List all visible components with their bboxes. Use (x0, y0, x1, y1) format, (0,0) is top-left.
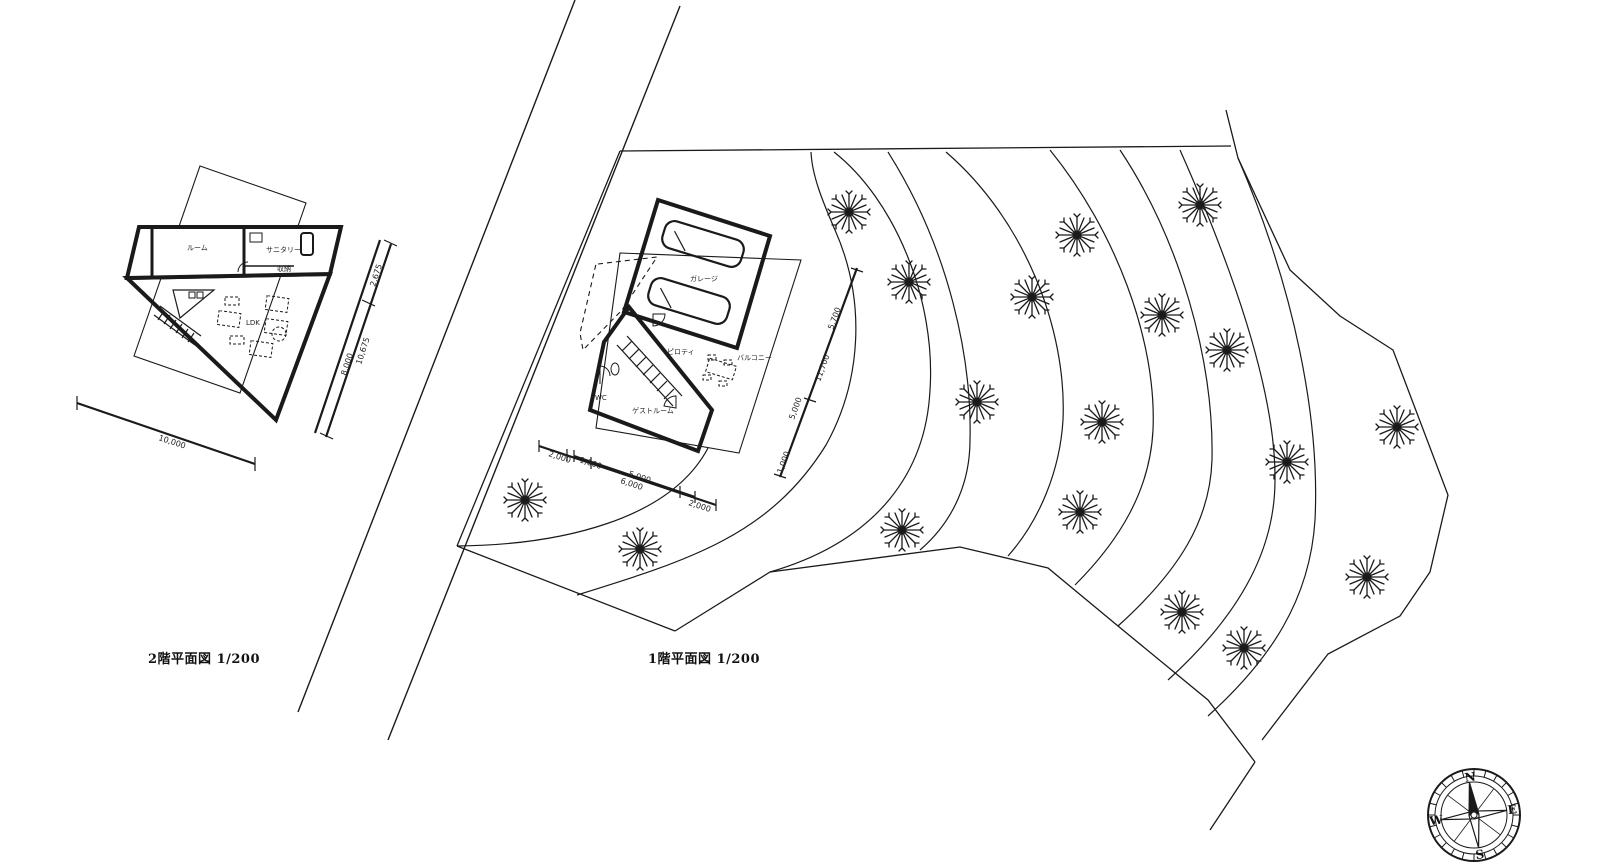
compass-west: W (1427, 812, 1444, 828)
tree-icon (1140, 293, 1184, 337)
terrain-contour-lines (456, 149, 1317, 717)
garage-label: ガレージ (690, 274, 718, 283)
compass-east: E (1507, 802, 1518, 817)
tree-icon (880, 508, 924, 552)
tree-icon (955, 380, 999, 424)
tree-icon (1080, 400, 1124, 444)
balcony-label: バルコニー (737, 354, 772, 362)
dim-1f-e: 2,000 (687, 498, 712, 514)
storage-label: 収納 (277, 264, 291, 273)
tree-icon (827, 190, 871, 234)
tree-icon (1178, 183, 1222, 227)
room-label: ルーム (187, 244, 208, 252)
tree-icon (1265, 440, 1309, 484)
second-floor-room-labels: ルーム サニタリー LDK 収納 (187, 244, 301, 327)
first-floor-plan-caption: 1階平面図 1/200 (648, 652, 761, 667)
dim-2f-depth-total: 10,675 (354, 336, 371, 365)
sanitary-label: サニタリー (266, 245, 301, 254)
compass-north: N (1464, 769, 1477, 784)
second-floor-plan (122, 165, 344, 424)
road (297, 0, 681, 741)
first-floor-plan (579, 197, 802, 454)
tree-icon (1058, 490, 1102, 534)
site-boundary (456, 109, 1449, 831)
compass-south: S (1475, 847, 1486, 862)
second-floor-dimensions (76, 239, 398, 471)
dim-1f-g: 11,700 (813, 353, 831, 382)
tree-icon (503, 478, 547, 522)
dim-1f-f: 5,700 (826, 306, 842, 331)
tree-icon (1010, 275, 1054, 319)
tree-icon (618, 527, 662, 571)
compass-rose-icon: N S E W (1427, 768, 1521, 862)
dim-1f-i: 1,000 (775, 450, 791, 475)
first-floor-dimensions (538, 267, 864, 511)
guest-room-label: ゲストルーム (632, 406, 674, 415)
first-floor-room-labels: ガレージ ピロティ バルコニー ゲストルーム WC (595, 274, 772, 415)
tree-icon (1375, 405, 1419, 449)
tree-icon (1160, 590, 1204, 634)
second-floor-plan-caption: 2階平面図 1/200 (148, 652, 261, 667)
tree-icon (887, 260, 931, 304)
tree-icon (1205, 328, 1249, 372)
tree-icon (1345, 555, 1389, 599)
piloti-label: ピロティ (667, 348, 695, 356)
tree-icon (1055, 213, 1099, 257)
ldk-label: LDK (246, 319, 260, 327)
wc-label: WC (595, 394, 607, 402)
dim-1f-a: 2,000 (547, 449, 572, 465)
